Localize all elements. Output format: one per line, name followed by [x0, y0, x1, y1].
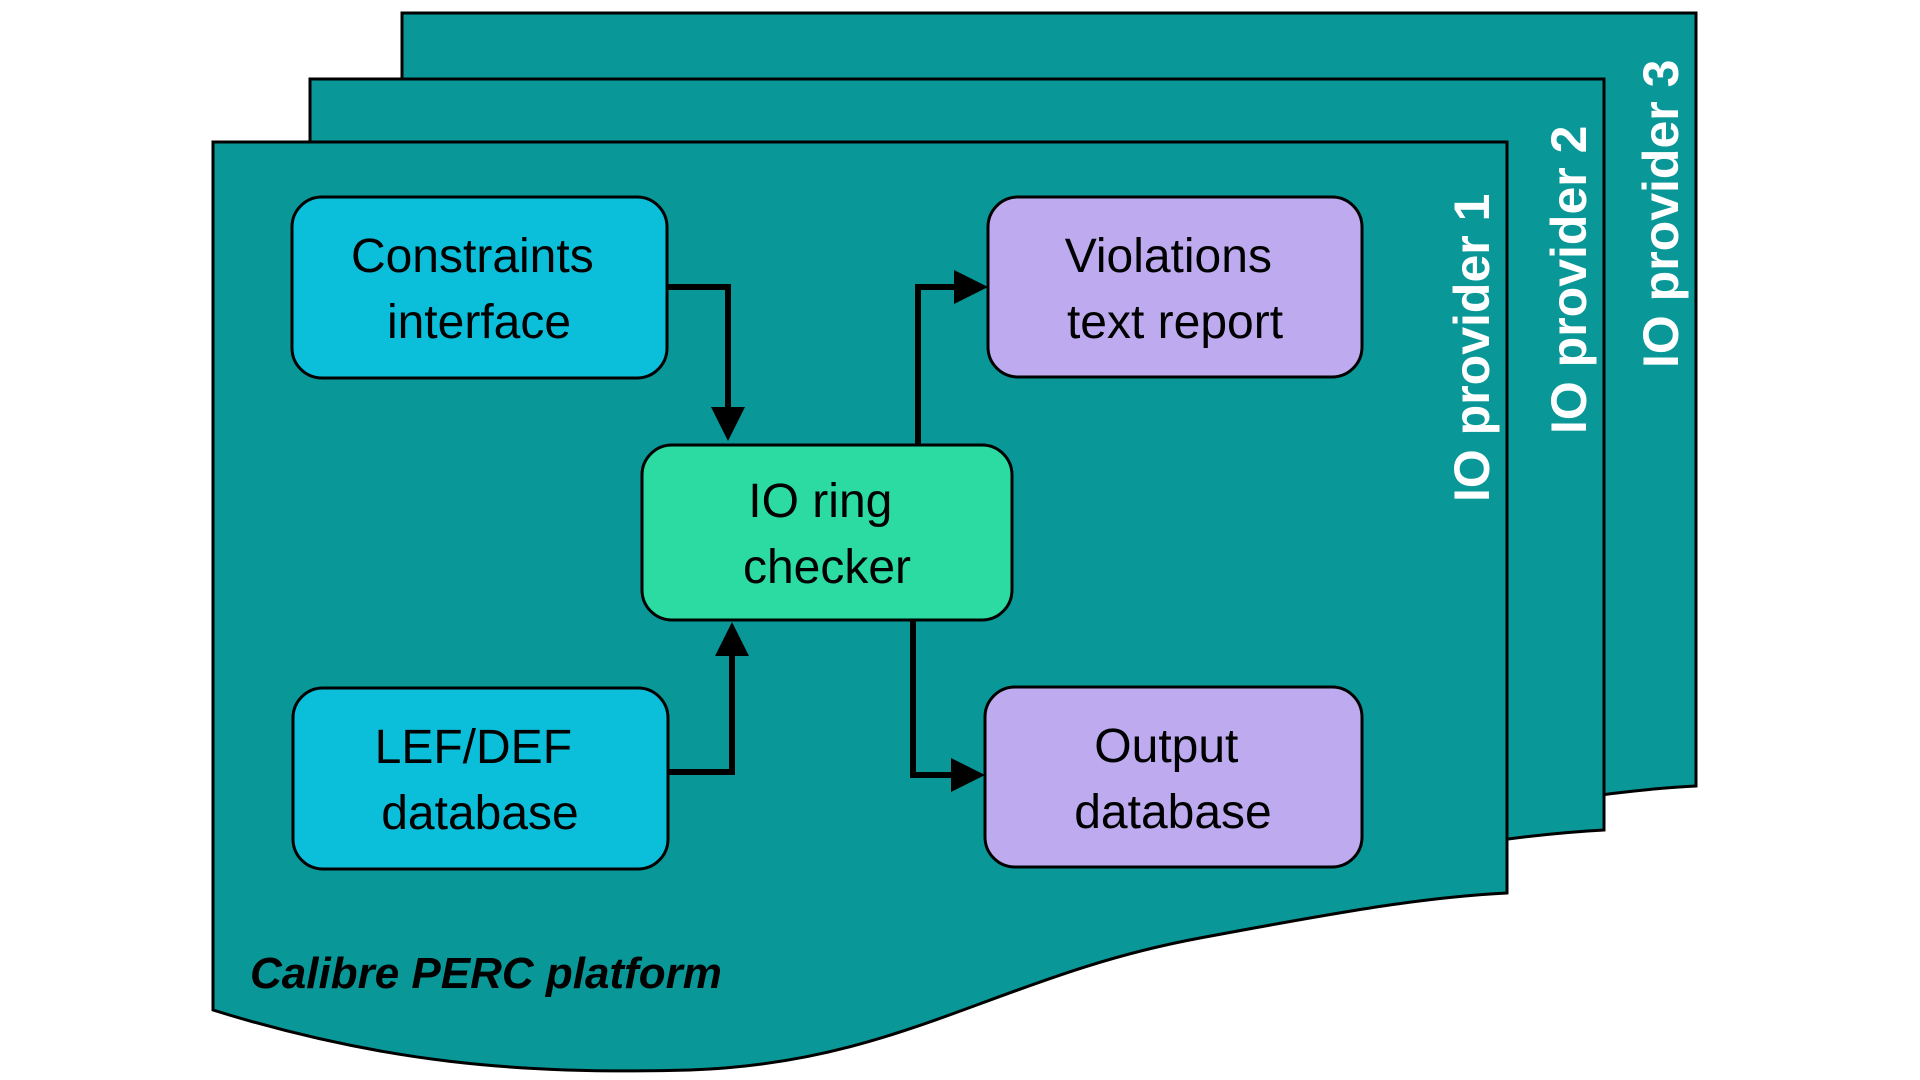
io-ring-checker-label: IO ring checker	[743, 475, 911, 594]
arrow-right-head-icon	[951, 758, 985, 792]
arrow-checker-to-violations-line	[915, 284, 957, 445]
panel-io-provider-2-label: IO provider 2	[1541, 126, 1597, 434]
io-ring-checker-label-line1: IO ring	[748, 475, 892, 528]
lefdef-database-node: LEF/DEF database	[291, 686, 670, 871]
violations-text-report-box	[986, 195, 1364, 379]
arrow-lefdef-to-checker	[668, 622, 749, 775]
arrow-right-head-icon	[954, 270, 988, 304]
constraints-interface-label: Constraints interface	[351, 230, 607, 349]
output-database-label: Output database	[1074, 720, 1272, 839]
arrow-lefdef-to-checker-line	[668, 653, 735, 775]
output-database-label-line1: Output	[1094, 720, 1238, 773]
arrow-checker-to-output-line	[910, 620, 954, 778]
io-ring-checker-node: IO ring checker	[640, 443, 1014, 622]
calibre-perc-platform-caption: Calibre PERC platform	[250, 949, 722, 998]
lefdef-database-label-line1: LEF/DEF	[375, 721, 572, 774]
arrow-checker-to-output	[910, 620, 985, 792]
panel-io-provider-3-label: IO provider 3	[1633, 60, 1689, 368]
output-database-label-line2: database	[1074, 786, 1272, 839]
output-database-node: Output database	[983, 685, 1364, 869]
constraints-interface-box	[290, 195, 669, 380]
arrow-constraints-to-checker-line	[667, 284, 731, 410]
violations-text-report-label: Violations text report	[1065, 230, 1286, 349]
lefdef-database-box	[291, 686, 670, 871]
constraints-interface-label-line2: interface	[387, 296, 571, 349]
violations-text-report-label-line2: text report	[1067, 296, 1283, 349]
arrow-up-head-icon	[715, 622, 749, 656]
output-database-box	[983, 685, 1364, 869]
io-ring-checker-label-line2: checker	[743, 541, 911, 594]
violations-text-report-node: Violations text report	[986, 195, 1364, 379]
constraints-interface-node: Constraints interface	[290, 195, 669, 380]
panel-io-provider-1-label: IO provider 1	[1444, 194, 1500, 502]
lefdef-database-label-line2: database	[381, 787, 579, 840]
arrow-down-head-icon	[711, 407, 745, 441]
io-ring-checker-box	[640, 443, 1014, 622]
constraints-interface-label-line1: Constraints	[351, 230, 594, 283]
arrow-checker-to-violations	[915, 270, 988, 445]
lefdef-database-label: LEF/DEF database	[375, 721, 586, 840]
violations-text-report-label-line1: Violations	[1065, 230, 1272, 283]
arrow-constraints-to-checker	[667, 284, 745, 441]
